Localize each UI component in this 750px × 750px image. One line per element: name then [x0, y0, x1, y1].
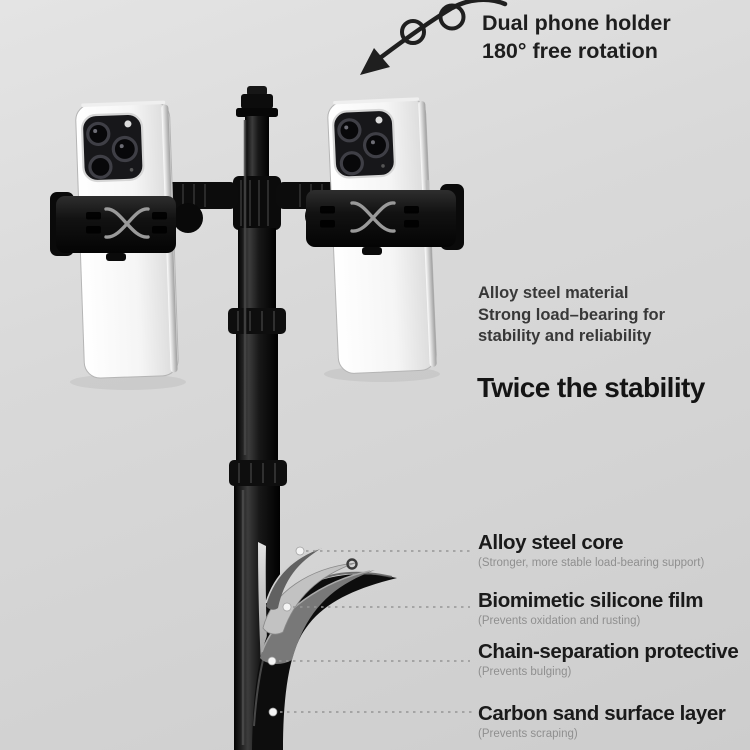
layer-title: Biomimetic silicone film: [478, 589, 704, 612]
layer-subtitle: (Prevents scraping): [478, 728, 578, 740]
clamp-right: [306, 184, 464, 255]
layer-title: Alloy steel core: [478, 531, 624, 554]
layer-subtitle: (Prevents oxidation and rusting): [478, 615, 641, 627]
layer-dot: [282, 602, 292, 612]
header-callout: Dual phone holder 180° free rotation: [482, 9, 671, 65]
layer-dot: [267, 656, 277, 666]
layer-label-chain-separation: Chain-separation protective (Prevents bu…: [478, 641, 746, 679]
camera-module-right: [332, 108, 396, 179]
layer-blade-3: [260, 570, 375, 664]
layer-title: Chain-separation protective: [478, 640, 739, 663]
section-heading: Twice the stability: [477, 372, 705, 403]
camera-module-left: [81, 112, 145, 183]
layer-blade-2: [262, 562, 356, 635]
curly-arrow-icon: [360, 0, 508, 75]
peeled-layers: [252, 547, 397, 750]
header-line-2: 180° free rotation: [482, 39, 658, 63]
layer-label-silicone-film: Biomimetic silicone film (Prevents oxida…: [478, 590, 746, 628]
feature-note: Alloy steel material Strong load–bearing…: [478, 283, 665, 348]
feature-line-1: Alloy steel material: [478, 284, 629, 302]
flash-dot: [124, 120, 132, 128]
layer-dot: [295, 546, 305, 556]
layer-dot: [268, 707, 278, 717]
flash-dot: [375, 116, 383, 124]
layer-dots: [267, 546, 305, 717]
clamp-left: [50, 192, 176, 261]
header-line-1: Dual phone holder: [482, 11, 671, 35]
layer-title: Carbon sand surface layer: [478, 702, 726, 725]
feature-line-3: stability and reliability: [478, 327, 652, 345]
layer-label-carbon-surface: Carbon sand surface layer (Prevents scra…: [478, 703, 746, 741]
layer-label-alloy-steel-core: Alloy steel core (Stronger, more stable …: [478, 532, 746, 570]
layer-blade-1: [266, 548, 322, 610]
leader-lines: [279, 550, 472, 713]
layer-subtitle: (Prevents bulging): [478, 666, 572, 678]
feature-line-2: Strong load–bearing for: [478, 305, 666, 324]
layer-subtitle: (Stronger, more stable load-bearing supp…: [478, 557, 705, 569]
brand-emblem-left: [104, 207, 150, 239]
brand-emblem-right: [350, 201, 396, 233]
